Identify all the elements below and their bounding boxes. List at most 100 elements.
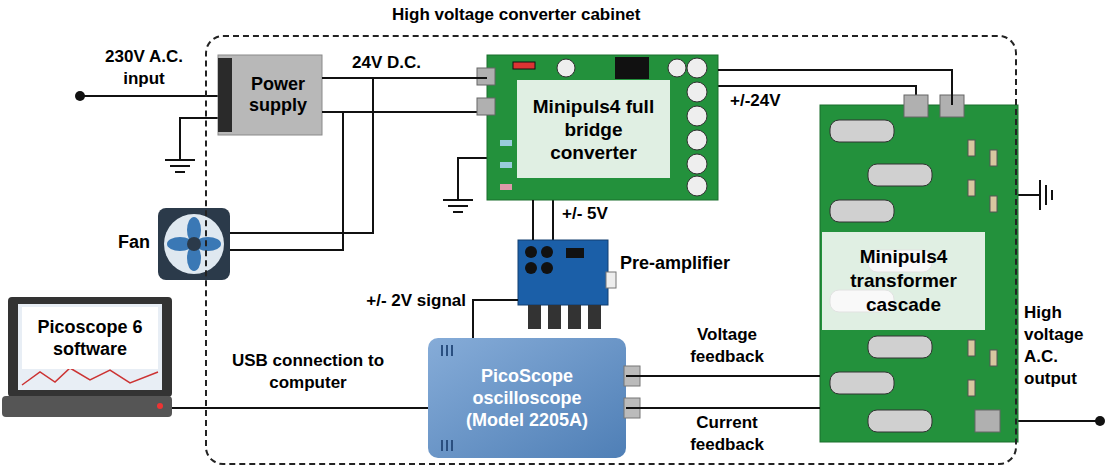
power-supply-bar <box>218 58 232 132</box>
transformer <box>830 120 894 142</box>
ground-symbol <box>175 171 185 173</box>
wire-label: USB connection to computer <box>220 350 396 394</box>
converter-board: Minipuls4 full bridge converter <box>487 55 718 200</box>
fan-hub <box>187 237 201 251</box>
capacitor <box>525 246 537 258</box>
resistor-symbol <box>500 184 512 190</box>
wire-label: Current feedback <box>668 412 786 456</box>
terminal-dot <box>75 91 85 101</box>
capacitor <box>668 59 686 77</box>
ground-symbol <box>443 199 473 201</box>
capacitor <box>687 154 707 174</box>
ground-symbol <box>1051 190 1053 200</box>
supply-wire <box>322 111 480 113</box>
preamp-label: Pre-amplifier <box>620 253 730 274</box>
capacitor <box>557 59 575 77</box>
cabinet-boundary: High voltage converter cabinetPower supp… <box>205 35 1017 465</box>
terminal-label: High voltage A.C. output <box>1024 302 1106 390</box>
laptop-base <box>2 396 172 417</box>
box-label: PicoScope oscilloscope (Model 2205A) <box>444 338 610 458</box>
oscilloscope-body <box>428 338 626 458</box>
wire-label: +/- 2V signal <box>340 290 466 312</box>
fan-housing <box>158 208 230 280</box>
connector <box>904 95 928 117</box>
wire <box>172 408 428 409</box>
transformer-board: Minipuls4 transformer cascade <box>820 105 1018 442</box>
waveform <box>22 368 158 385</box>
preamp-board <box>518 240 608 305</box>
fan-opening <box>164 214 224 274</box>
capacitor <box>687 82 707 102</box>
wire-label: +/-24V <box>730 90 820 112</box>
transformer <box>868 336 932 358</box>
capacitor <box>687 176 707 196</box>
box-label: Power supply <box>234 55 322 135</box>
vent <box>446 440 448 451</box>
preamp-icon: Pre-amplifier <box>518 240 608 330</box>
ground-wire <box>458 158 487 200</box>
wire-line <box>230 112 343 250</box>
wire-line <box>322 77 487 79</box>
box-label: Minipuls4 full bridge converter <box>517 80 670 178</box>
wire-line <box>626 407 820 409</box>
capacitor <box>541 246 553 258</box>
screen-label: Picoscope 6 software <box>22 307 158 369</box>
ground-wire <box>180 118 218 160</box>
wire-label: Voltage feedback <box>668 324 786 368</box>
wire <box>626 408 820 409</box>
fuse <box>513 62 535 69</box>
chip <box>566 248 584 258</box>
wire <box>473 300 518 338</box>
wire-line <box>473 300 518 338</box>
supply-wire <box>552 200 554 240</box>
connector <box>975 410 1000 432</box>
fan-blades <box>167 217 221 271</box>
resistor-symbol <box>968 180 975 196</box>
vent-marks <box>442 345 452 451</box>
connector <box>606 272 616 288</box>
jack <box>548 305 561 329</box>
circuit-board <box>820 105 1018 442</box>
ground-symbol <box>1039 180 1041 210</box>
connector <box>477 68 495 85</box>
input-wire <box>80 95 218 97</box>
vent <box>441 440 443 451</box>
jack <box>588 305 601 329</box>
resistor-symbol <box>990 196 997 212</box>
connector <box>477 98 495 115</box>
resistor-symbol <box>500 162 512 168</box>
vent <box>451 345 453 356</box>
cabinet-title: High voltage converter cabinet <box>392 4 640 25</box>
ground-symbol <box>1045 185 1047 205</box>
transformer <box>868 410 932 432</box>
ground-symbol <box>448 205 468 207</box>
capacitor <box>541 262 553 274</box>
terminal-dot <box>1095 416 1105 426</box>
resistor-symbol <box>500 140 512 146</box>
circuit-board <box>487 55 718 200</box>
capacitor <box>687 106 707 126</box>
ground-symbol <box>170 165 190 167</box>
ground-wire <box>1018 194 1040 196</box>
box-label: Minipuls4 transformer cascade <box>822 232 985 330</box>
jack <box>528 305 541 329</box>
resistor-symbol <box>968 140 975 156</box>
capacitor <box>687 130 707 150</box>
transformer <box>830 200 894 222</box>
laptop-icon: Picoscope 6 software <box>8 297 172 417</box>
ground-symbol <box>165 159 195 161</box>
vent <box>441 345 443 356</box>
transformer <box>830 372 894 394</box>
transformer <box>868 164 932 186</box>
wire <box>322 78 487 79</box>
capacitor <box>525 262 537 274</box>
laptop-display <box>18 304 162 390</box>
capacitor <box>687 58 707 78</box>
resistor-symbol <box>990 350 997 366</box>
oscilloscope-box: PicoScope oscilloscope (Model 2205A) <box>428 338 626 458</box>
wire-line <box>532 200 534 240</box>
wire <box>626 376 820 377</box>
resistor-symbol <box>968 380 975 396</box>
laptop-screen <box>8 297 172 397</box>
chip <box>615 57 649 79</box>
